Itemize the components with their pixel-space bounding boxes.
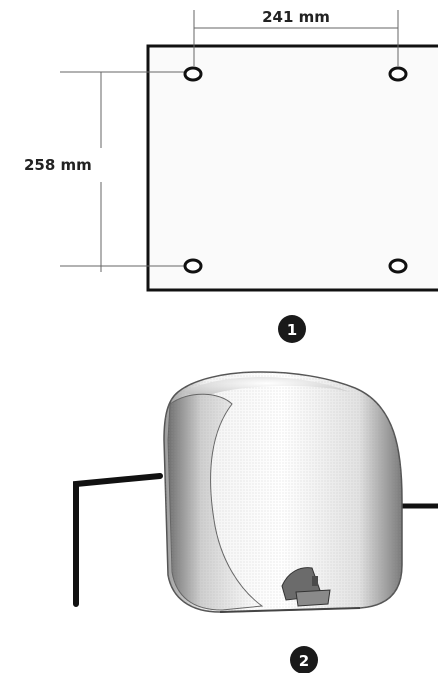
- dryer-bottom-edge: [219, 607, 361, 613]
- step-2-number: 2: [299, 652, 309, 670]
- step-2-badge: 2: [290, 646, 318, 673]
- wall-bracket-left: [73, 473, 163, 607]
- dryer-top-highlight: [184, 377, 350, 398]
- mounting-template: 241 mm 258 mm: [24, 8, 438, 292]
- dryer-nozzle: [281, 567, 331, 607]
- mounting-hole-bottom-right: [388, 258, 408, 274]
- width-label: 241 mm: [262, 8, 330, 26]
- width-dimension: 241 mm: [193, 8, 399, 66]
- hand-dryer-illustration: [73, 371, 438, 613]
- height-label: 258 mm: [24, 156, 92, 174]
- step-1-number: 1: [287, 321, 297, 339]
- step-1-badge: 1: [278, 315, 306, 343]
- template-outline: [146, 44, 438, 292]
- mounting-hole-top-left: [183, 66, 203, 82]
- template-shading: [148, 46, 438, 290]
- height-dimension: 258 mm: [24, 71, 188, 272]
- mounting-hole-bottom-left: [183, 258, 203, 274]
- mounting-hole-top-right: [388, 66, 408, 82]
